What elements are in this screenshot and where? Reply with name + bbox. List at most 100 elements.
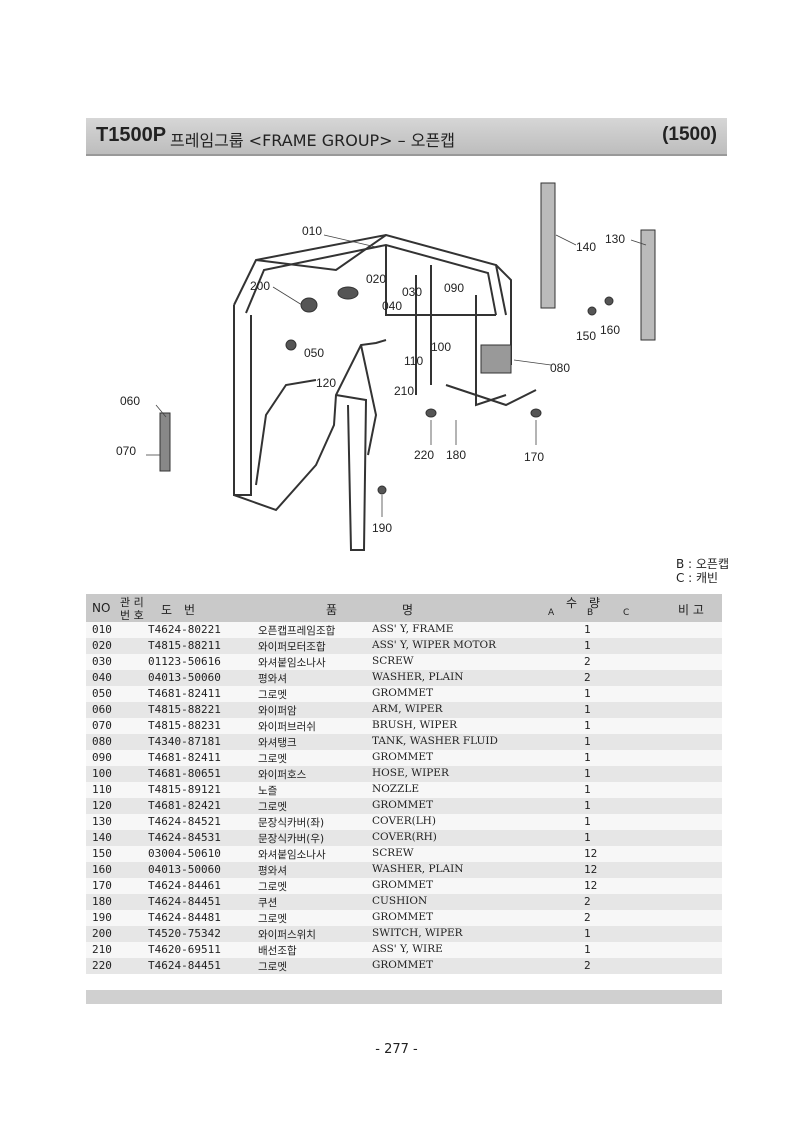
table-header: NO 관 리 번 호 도 번 품 명 수 량 A B C 비 고 (86, 594, 722, 622)
english-name-cell: SCREW (372, 847, 414, 859)
english-name-cell: SWITCH, WIPER (372, 927, 463, 939)
callout-labels: 010 020 030 040 050 060 070 080 090 100 … (116, 224, 625, 535)
table-footer-bar (86, 990, 722, 1004)
part-no-cell: 170 (92, 879, 112, 892)
part-number-cell: 04013-50060 (148, 671, 221, 684)
english-name-cell: ASS' Y, FRAME (372, 623, 454, 635)
part-no-cell: 020 (92, 639, 112, 652)
part-number-cell: 01123-50616 (148, 655, 221, 668)
quantity-cell: 1 (584, 751, 591, 764)
part-no-cell: 220 (92, 959, 112, 972)
part-number-cell: T4815-88221 (148, 703, 221, 716)
part-no-cell: 100 (92, 767, 112, 780)
part-no-cell: 080 (92, 735, 112, 748)
callout-090: 090 (444, 281, 464, 295)
quantity-cell: 1 (584, 767, 591, 780)
quantity-cell: 12 (584, 847, 598, 860)
part-no-cell: 140 (92, 831, 112, 844)
part-number-cell: T4681-82411 (148, 751, 221, 764)
part-no-cell: 180 (92, 895, 112, 908)
korean-name-cell: 와셔탱크 (258, 737, 297, 749)
english-name-cell: ARM, WIPER (372, 703, 443, 715)
part-no-cell: 120 (92, 799, 112, 812)
table-row: 190 T4624-84481 그로멧 GROMMET 2 (86, 910, 722, 926)
part-number-cell: 03004-50610 (148, 847, 221, 860)
callout-020: 020 (366, 272, 386, 286)
section-title: 프레임그룹 <FRAME GROUP> – 오픈캡 (170, 131, 455, 150)
korean-name-cell: 그로멧 (258, 689, 287, 701)
part-number-cell: T4624-84521 (148, 815, 221, 828)
part-number-cell: T4520-75342 (148, 927, 221, 940)
korean-name-cell: 문장식카버(우) (258, 833, 325, 845)
col-no: NO (92, 601, 111, 615)
callout-070: 070 (116, 444, 136, 458)
model-code: T1500P (96, 124, 167, 146)
part-no-cell: 200 (92, 927, 112, 940)
quantity-cell: 1 (584, 687, 591, 700)
part-no-cell: 190 (92, 911, 112, 924)
callout-130: 130 (605, 232, 625, 246)
callout-120: 120 (316, 376, 336, 390)
english-name-cell: GROMMET (372, 911, 434, 923)
callout-080: 080 (550, 361, 570, 375)
korean-name-cell: 그로멧 (258, 753, 287, 765)
quantity-cell: 1 (584, 815, 591, 828)
korean-name-cell: 와이퍼브러쉬 (258, 721, 316, 733)
part-no-cell: 040 (92, 671, 112, 684)
part-number-cell: T4815-88211 (148, 639, 221, 652)
quantity-cell: 1 (584, 623, 591, 636)
quantity-cell: 1 (584, 927, 591, 940)
page-number: - 277 - (375, 1042, 418, 1057)
quantity-cell: 2 (584, 911, 591, 924)
korean-name-cell: 와셔붙임소나사 (258, 849, 326, 861)
english-name-cell: CUSHION (372, 895, 428, 907)
callout-100: 100 (431, 340, 451, 354)
callout-220: 220 (414, 448, 434, 462)
part-number-cell: T4340-87181 (148, 735, 221, 748)
korean-name-cell: 문장식카버(좌) (258, 817, 325, 829)
callout-140: 140 (576, 240, 596, 254)
korean-name-cell: 배선조합 (258, 945, 297, 957)
korean-name-cell: 와이퍼모터조합 (258, 641, 326, 653)
part-number-cell: T4624-84461 (148, 879, 221, 892)
part-number-cell: T4624-84481 (148, 911, 221, 924)
col-mgmt-bottom: 번 호 (120, 609, 144, 622)
korean-name-cell: 그로멧 (258, 961, 287, 973)
part-number-cell: T4681-82421 (148, 799, 221, 812)
part-no-cell: 060 (92, 703, 112, 716)
callout-170: 170 (524, 450, 544, 464)
english-name-cell: COVER(LH) (372, 815, 436, 827)
english-name-cell: GROMMET (372, 687, 434, 699)
korean-name-cell: 와이퍼호스 (258, 769, 307, 781)
quantity-cell: 1 (584, 943, 591, 956)
korean-name-cell: 그로멧 (258, 881, 287, 893)
quantity-cell: 1 (584, 719, 591, 732)
legend-c: C : 캐빈 (675, 571, 719, 585)
section-code: (1500) (662, 124, 717, 145)
callout-050: 050 (304, 346, 324, 360)
part-no-cell: 130 (92, 815, 112, 828)
quantity-cell: 1 (584, 799, 591, 812)
legend: B : 오픈캡 C : 캐빈 (676, 557, 729, 585)
callout-210: 210 (394, 384, 414, 398)
korean-name-cell: 그로멧 (258, 913, 287, 925)
english-name-cell: TANK, WASHER FLUID (372, 735, 498, 747)
callout-110: 110 (404, 354, 423, 368)
quantity-cell: 1 (584, 783, 591, 796)
english-name-cell: GROMMET (372, 959, 434, 971)
korean-name-cell: 와셔붙임소나사 (258, 657, 326, 669)
col-remarks: 비 고 (678, 603, 704, 617)
korean-name-cell: 와이퍼암 (258, 705, 297, 717)
part-no-cell: 110 (92, 783, 112, 796)
